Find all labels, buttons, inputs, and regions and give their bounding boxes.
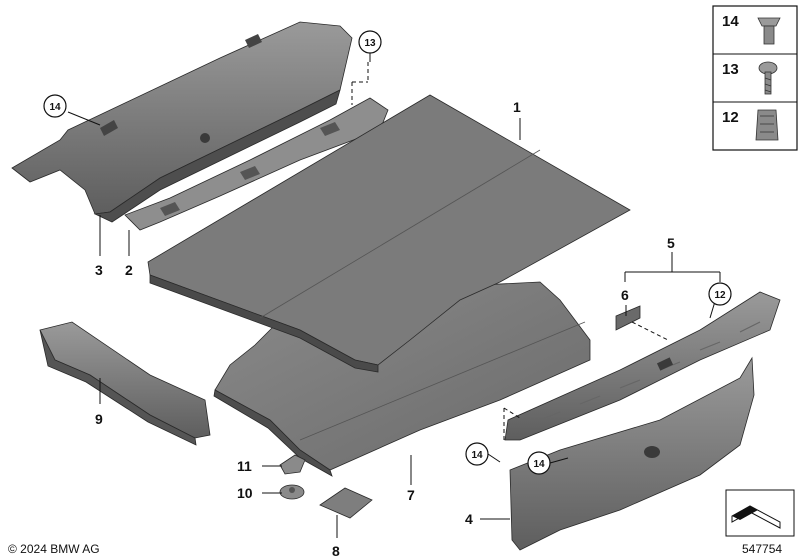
cover-part-8 xyxy=(319,487,373,519)
expanding-rivet-icon xyxy=(757,17,781,45)
callout-12-sill: 12 xyxy=(708,282,732,306)
svg-text:14: 14 xyxy=(471,450,483,461)
svg-text:12: 12 xyxy=(714,290,726,301)
fastener-legend-inset: 14 13 12 xyxy=(712,5,798,151)
screw-icon xyxy=(758,61,778,95)
callout-6: 6 xyxy=(621,287,629,303)
callout-7: 7 xyxy=(407,487,415,503)
bracket-part-2 xyxy=(124,62,389,231)
callout-13-bracket: 13 xyxy=(358,30,382,54)
legend-label-14: 14 xyxy=(722,13,739,30)
callout-10: 10 xyxy=(237,485,253,501)
callout-5: 5 xyxy=(667,235,675,251)
svg-text:14: 14 xyxy=(533,459,545,470)
callout-11: 11 xyxy=(237,458,252,474)
legend-label-13: 13 xyxy=(722,61,739,78)
rear-trim-panel-part-3 xyxy=(11,21,353,223)
callout-2: 2 xyxy=(125,262,133,278)
callout-9: 9 xyxy=(95,411,103,427)
image-number: 547754 xyxy=(742,542,782,556)
callout-3: 3 xyxy=(95,262,103,278)
svg-text:14: 14 xyxy=(49,102,61,113)
callout-8: 8 xyxy=(332,543,340,559)
hook-part-10 xyxy=(279,484,305,500)
hook-part-11 xyxy=(279,454,306,475)
svg-text:13: 13 xyxy=(364,38,376,49)
bracket-part-6 xyxy=(615,305,669,341)
side-trim-part-9 xyxy=(39,321,211,446)
callout-1: 1 xyxy=(513,99,521,115)
load-floor-panel-part-1 xyxy=(147,94,631,373)
clip-nut-icon xyxy=(755,109,779,141)
callout-14-sill: 14 xyxy=(465,442,489,466)
side-panel-part-4 xyxy=(509,356,755,551)
legend-label-12: 12 xyxy=(722,109,739,126)
orientation-icon xyxy=(725,489,795,537)
copyright-text: © 2024 BMW AG xyxy=(8,542,100,556)
callout-14-side-panel: 14 xyxy=(527,451,551,475)
callout-4: 4 xyxy=(465,511,473,527)
loading-sill-trim-part-5 xyxy=(504,291,781,441)
callout-14-rear-trim: 14 xyxy=(43,94,67,118)
